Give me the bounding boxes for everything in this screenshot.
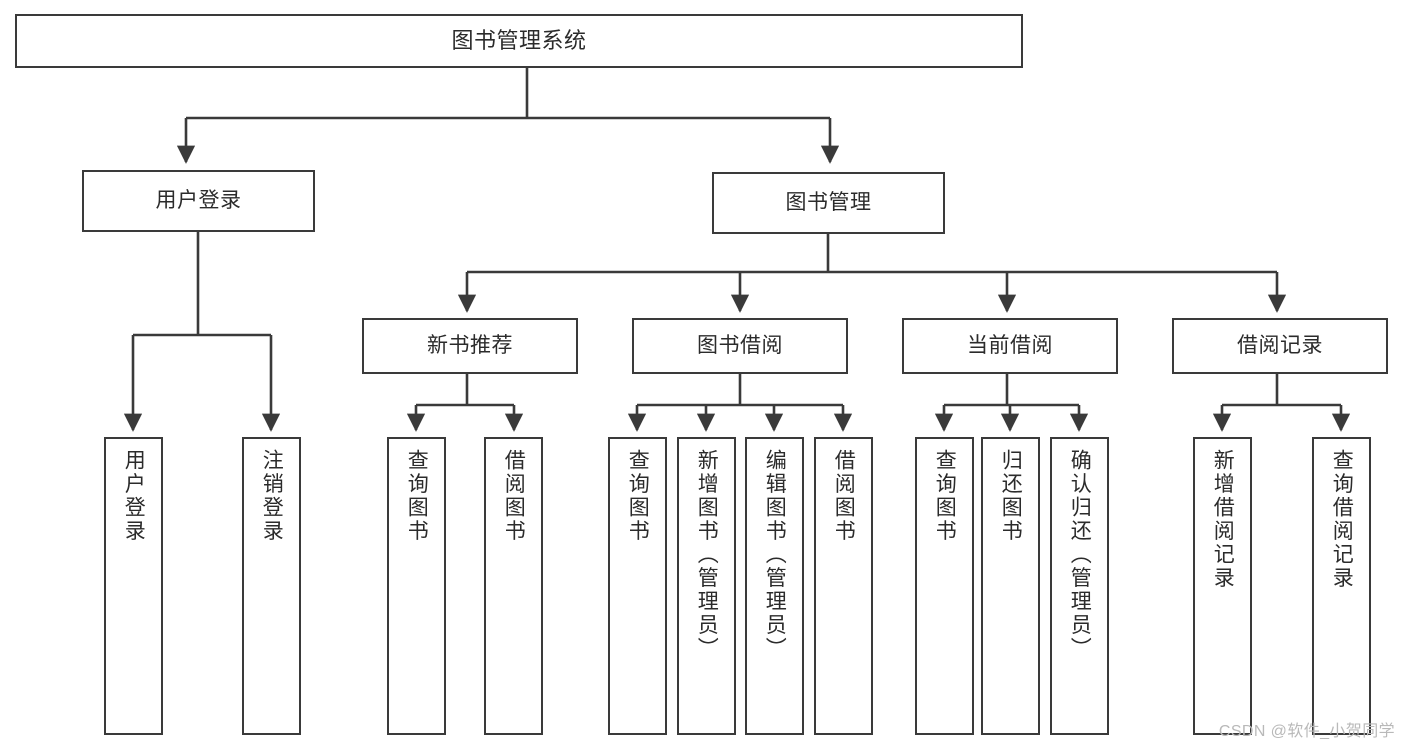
- node-book-management[interactable]: 图书管理: [712, 172, 945, 234]
- leaf-query-borrow-record[interactable]: 查询借阅记录: [1312, 437, 1371, 735]
- node-label: 图书管理系统: [451, 28, 587, 54]
- node-user-login[interactable]: 用户登录: [82, 170, 315, 232]
- node-label: 借阅记录: [1237, 333, 1323, 357]
- node-current-borrow[interactable]: 当前借阅: [902, 318, 1118, 374]
- node-label: 查询图书: [933, 449, 957, 543]
- node-book-borrow[interactable]: 图书借阅: [632, 318, 848, 374]
- node-label: 图书管理: [785, 190, 872, 214]
- leaf-user-login[interactable]: 用户登录: [104, 437, 163, 735]
- leaf-add-borrow-record[interactable]: 新增借阅记录: [1193, 437, 1252, 735]
- leaf-confirm-return-admin[interactable]: 确认归还（管理员）: [1050, 437, 1109, 735]
- node-label: 查询图书: [626, 449, 650, 543]
- node-borrow-record[interactable]: 借阅记录: [1172, 318, 1388, 374]
- node-label: 确认归还（管理员）: [1068, 449, 1092, 661]
- node-label: 注销登录: [260, 449, 284, 543]
- node-new-book-recommend[interactable]: 新书推荐: [362, 318, 578, 374]
- leaf-borrow-book[interactable]: 借阅图书: [814, 437, 873, 735]
- leaf-edit-book-admin[interactable]: 编辑图书（管理员）: [745, 437, 804, 735]
- node-label: 新增图书（管理员）: [695, 449, 719, 661]
- node-label: 查询借阅记录: [1330, 449, 1354, 590]
- node-label: 查询图书: [405, 449, 429, 543]
- node-label: 用户登录: [155, 188, 242, 212]
- node-label: 图书借阅: [697, 333, 783, 357]
- leaf-query-book-recommend[interactable]: 查询图书: [387, 437, 446, 735]
- node-label: 新书推荐: [427, 333, 513, 357]
- leaf-return-book[interactable]: 归还图书: [981, 437, 1040, 735]
- leaf-borrow-book-recommend[interactable]: 借阅图书: [484, 437, 543, 735]
- node-label: 用户登录: [122, 449, 146, 543]
- node-label: 借阅图书: [832, 449, 856, 543]
- leaf-query-book-current[interactable]: 查询图书: [915, 437, 974, 735]
- node-label: 新增借阅记录: [1211, 449, 1235, 590]
- node-root-library-system[interactable]: 图书管理系统: [15, 14, 1023, 68]
- node-label: 当前借阅: [967, 333, 1053, 357]
- leaf-add-book-admin[interactable]: 新增图书（管理员）: [677, 437, 736, 735]
- watermark: CSDN @软件_小贺同学: [1218, 723, 1395, 740]
- leaf-logout[interactable]: 注销登录: [242, 437, 301, 735]
- leaf-query-book-borrow[interactable]: 查询图书: [608, 437, 667, 735]
- node-label: 编辑图书（管理员）: [763, 449, 787, 661]
- node-label: 借阅图书: [502, 449, 526, 543]
- node-label: 归还图书: [999, 449, 1023, 543]
